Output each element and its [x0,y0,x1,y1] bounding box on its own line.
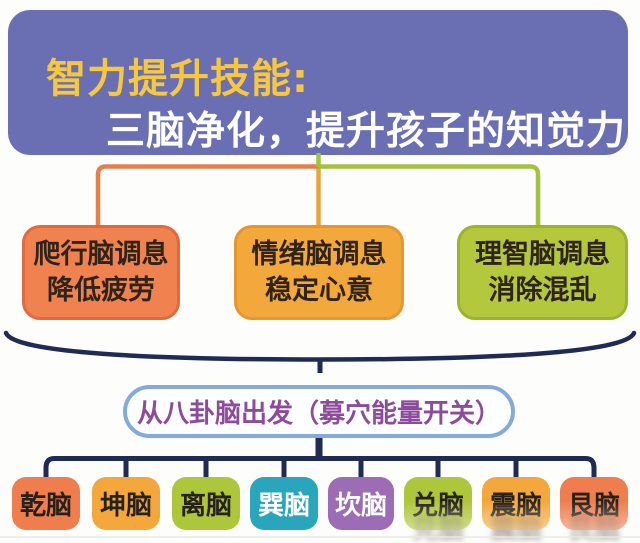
header-box: 智力提升技能: 三脑净化，提升孩子的知觉力 [8,10,628,155]
hub-label: 从八卦脑出发（募穴能量开关） [136,399,501,429]
branch-box-line1: 爬行脑调息 [33,239,169,271]
trigram-box-xun: 巽脑 [250,477,318,530]
trigram-label: 艮脑 [567,491,620,521]
page-title: 智力提升技能: [46,56,309,102]
trigram-label: 兑脑 [411,491,464,521]
branch-box-emotional-brain: 情绪脑调息 稳定心意 [234,225,404,320]
branch-box-reptile-brain: 爬行脑调息 降低疲劳 [22,225,180,320]
page-subtitle: 三脑净化，提升孩子的知觉力 [106,109,627,154]
trigram-box-kun: 坤脑 [92,477,160,530]
trigram-box-zhen: 震脑 震脑 [482,477,550,543]
trigram-label: 巽脑 [257,491,310,521]
connector-right-line [318,164,541,226]
trigram-box-kan: 坎脑 [328,477,394,530]
branch-box-line1: 理智脑调息 [475,239,610,271]
bottom-rail-line [43,456,597,478]
brace-curve [3,330,637,362]
trigram-box-qian: 乾脑 [12,477,80,530]
trigram-label: 坎脑 [334,491,387,521]
trigram-label: 乾脑 [19,491,72,521]
baseline-artifact [0,536,640,538]
trigram-label: 震脑 [489,491,542,521]
branch-box-line1: 情绪脑调息 [251,239,387,271]
hub-box-bagua: 从八卦脑出发（募穴能量开关） [123,385,515,438]
branch-box-line2: 稳定心意 [265,274,373,306]
trigram-label: 坤脑 [99,491,152,521]
bottom-drop-lines [123,458,519,478]
branch-box-line2: 降低疲劳 [47,274,155,306]
trigram-box-li: 离脑 [172,477,240,530]
trigram-box-dui: 兑脑 兑脑 [404,477,472,543]
connector-left-line [95,164,319,226]
branch-box-rational-brain: 理智脑调息 消除混乱 [457,225,628,320]
branch-box-line2: 消除混乱 [488,274,597,306]
trigram-label: 离脑 [179,491,232,521]
trigram-box-gen: 艮脑 艮脑 [560,477,628,543]
